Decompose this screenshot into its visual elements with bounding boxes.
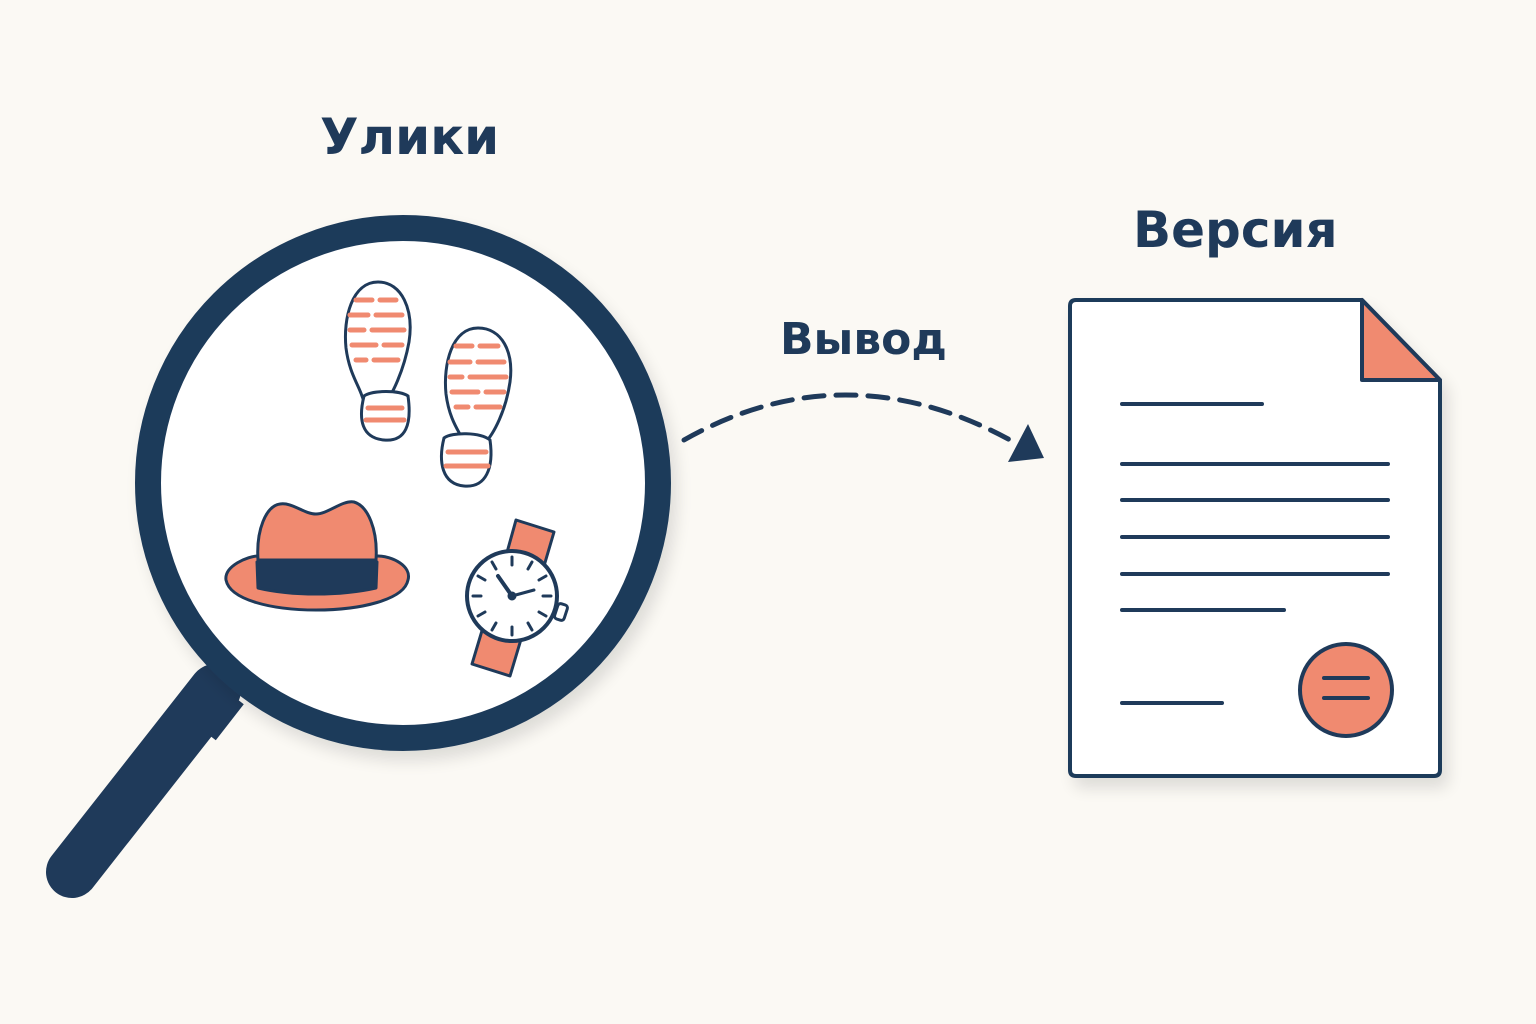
evidence-label: Улики: [320, 108, 500, 166]
document-text-lines: [1120, 402, 1390, 705]
arrow-path: [681, 392, 1013, 443]
footprints-icon: [343, 280, 513, 488]
document-icon: [1068, 298, 1442, 778]
wristwatch-icon: [465, 518, 569, 678]
arrow-head: [1008, 424, 1044, 462]
document-fold: [1360, 298, 1442, 382]
footprint-right: [440, 326, 513, 488]
footprint-left: [343, 280, 412, 442]
hat-crown: [256, 500, 378, 562]
hat-band: [255, 560, 379, 596]
fedora-hat-icon: [224, 500, 410, 612]
inference-label: Вывод: [780, 314, 947, 365]
version-label: Версия: [1133, 201, 1338, 259]
dashed-arrow-icon: [681, 392, 1044, 462]
seal-stamp-icon: [1298, 642, 1394, 738]
